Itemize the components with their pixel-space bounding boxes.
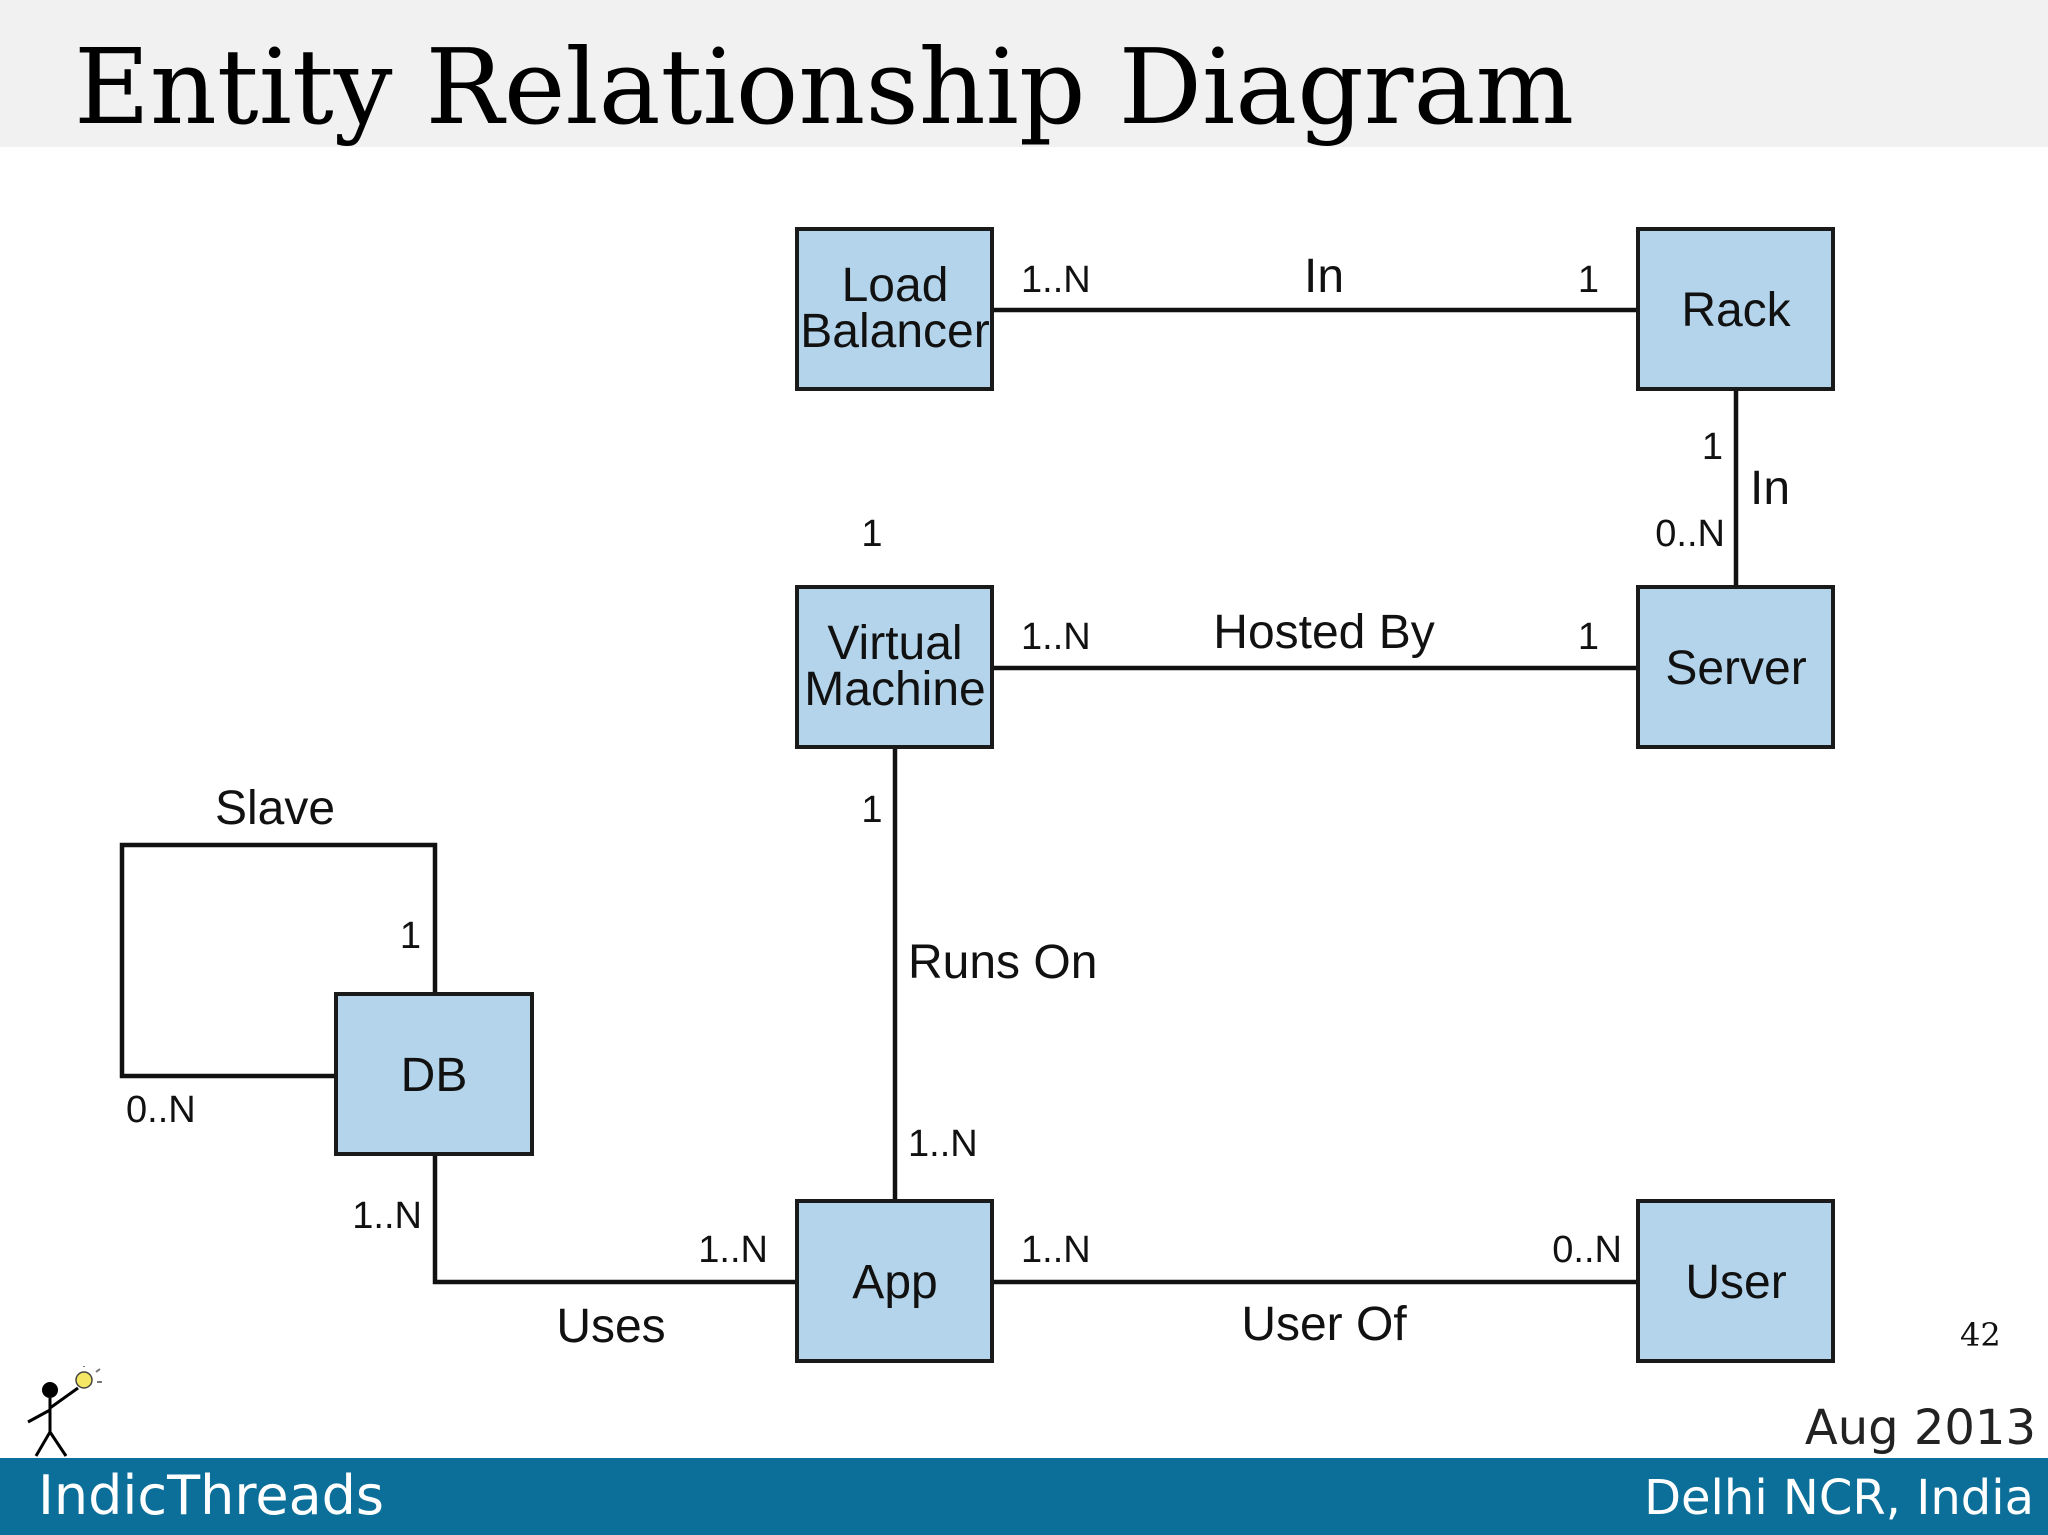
entity-box — [795, 1199, 994, 1363]
brand-name: IndicThreads — [38, 1464, 385, 1527]
entity-label: App — [852, 1256, 937, 1309]
entity-box — [795, 227, 994, 391]
card-db-slave-from: 1 — [400, 915, 421, 957]
card-rack-server-from: 1 — [1702, 426, 1723, 468]
line-app-db — [432, 1154, 797, 1285]
rel-label-app-user: User Of — [1241, 1298, 1407, 1351]
page-number: 42 — [1960, 1316, 2001, 1354]
entity-box — [1636, 585, 1835, 749]
entity-user: User — [1636, 1199, 1835, 1363]
entity-box — [1636, 1199, 1835, 1363]
entity-label-line-1: Virtual — [827, 617, 962, 670]
entity-db: DB — [334, 992, 534, 1156]
card-lb-rack-from: 1..N — [1021, 259, 1091, 301]
rel-label-db-slave: Slave — [215, 782, 335, 835]
entity-virtual-machine: Virtual Machine — [795, 585, 994, 749]
card-app-db-from: 1..N — [698, 1229, 768, 1271]
rel-label-lb-rack: In — [1304, 250, 1344, 303]
card-app-user-to: 0..N — [1552, 1229, 1622, 1271]
event-date: Aug 2013 — [1804, 1400, 2036, 1456]
entity-box — [334, 992, 534, 1156]
event-location: Delhi NCR, India — [1644, 1470, 2034, 1526]
card-vm-stray: 1 — [861, 513, 882, 555]
card-vm-server-from: 1..N — [1021, 616, 1091, 658]
rel-label-vm-server: Hosted By — [1213, 606, 1434, 659]
card-vm-server-to: 1 — [1578, 616, 1599, 658]
card-app-vm-to: 1 — [861, 789, 882, 831]
entity-load-balancer: Load Balancer — [795, 227, 994, 391]
entity-box — [1636, 227, 1835, 391]
rel-label-app-vm: Runs On — [908, 936, 1097, 989]
footer-band: IndicThreads Delhi NCR, India — [0, 1458, 2048, 1535]
stick-figure-bulb-icon — [27, 1366, 102, 1457]
slide-title: Entity Relationship Diagram — [74, 26, 1575, 148]
entity-label: Rack — [1681, 284, 1791, 337]
card-app-db-to: 1..N — [352, 1195, 422, 1237]
rel-label-rack-server: In — [1750, 462, 1790, 515]
entity-rack: Rack — [1636, 227, 1835, 391]
entity-label-line-1: Load — [842, 259, 949, 312]
card-app-vm-from: 1..N — [908, 1123, 978, 1165]
rel-label-app-db: Uses — [556, 1300, 665, 1353]
line-db-slave — [119, 842, 438, 1079]
entity-app: App — [795, 1199, 994, 1363]
card-db-slave-to: 0..N — [126, 1089, 196, 1131]
entity-label-line-2: Machine — [804, 663, 985, 716]
entity-label: DB — [401, 1049, 468, 1102]
title-band: Entity Relationship Diagram — [0, 0, 2048, 148]
entity-label: Server — [1665, 642, 1806, 695]
er-diagram: Load Balancer Rack Virtual Machine Serve… — [119, 227, 1835, 1363]
card-app-user-from: 1..N — [1021, 1229, 1091, 1271]
card-lb-rack-to: 1 — [1578, 259, 1599, 301]
entity-box — [795, 585, 994, 749]
entity-server: Server — [1636, 585, 1835, 749]
card-rack-server-to: 0..N — [1655, 513, 1725, 555]
entity-label-line-2: Balancer — [800, 305, 989, 358]
entity-label: User — [1685, 1256, 1786, 1309]
